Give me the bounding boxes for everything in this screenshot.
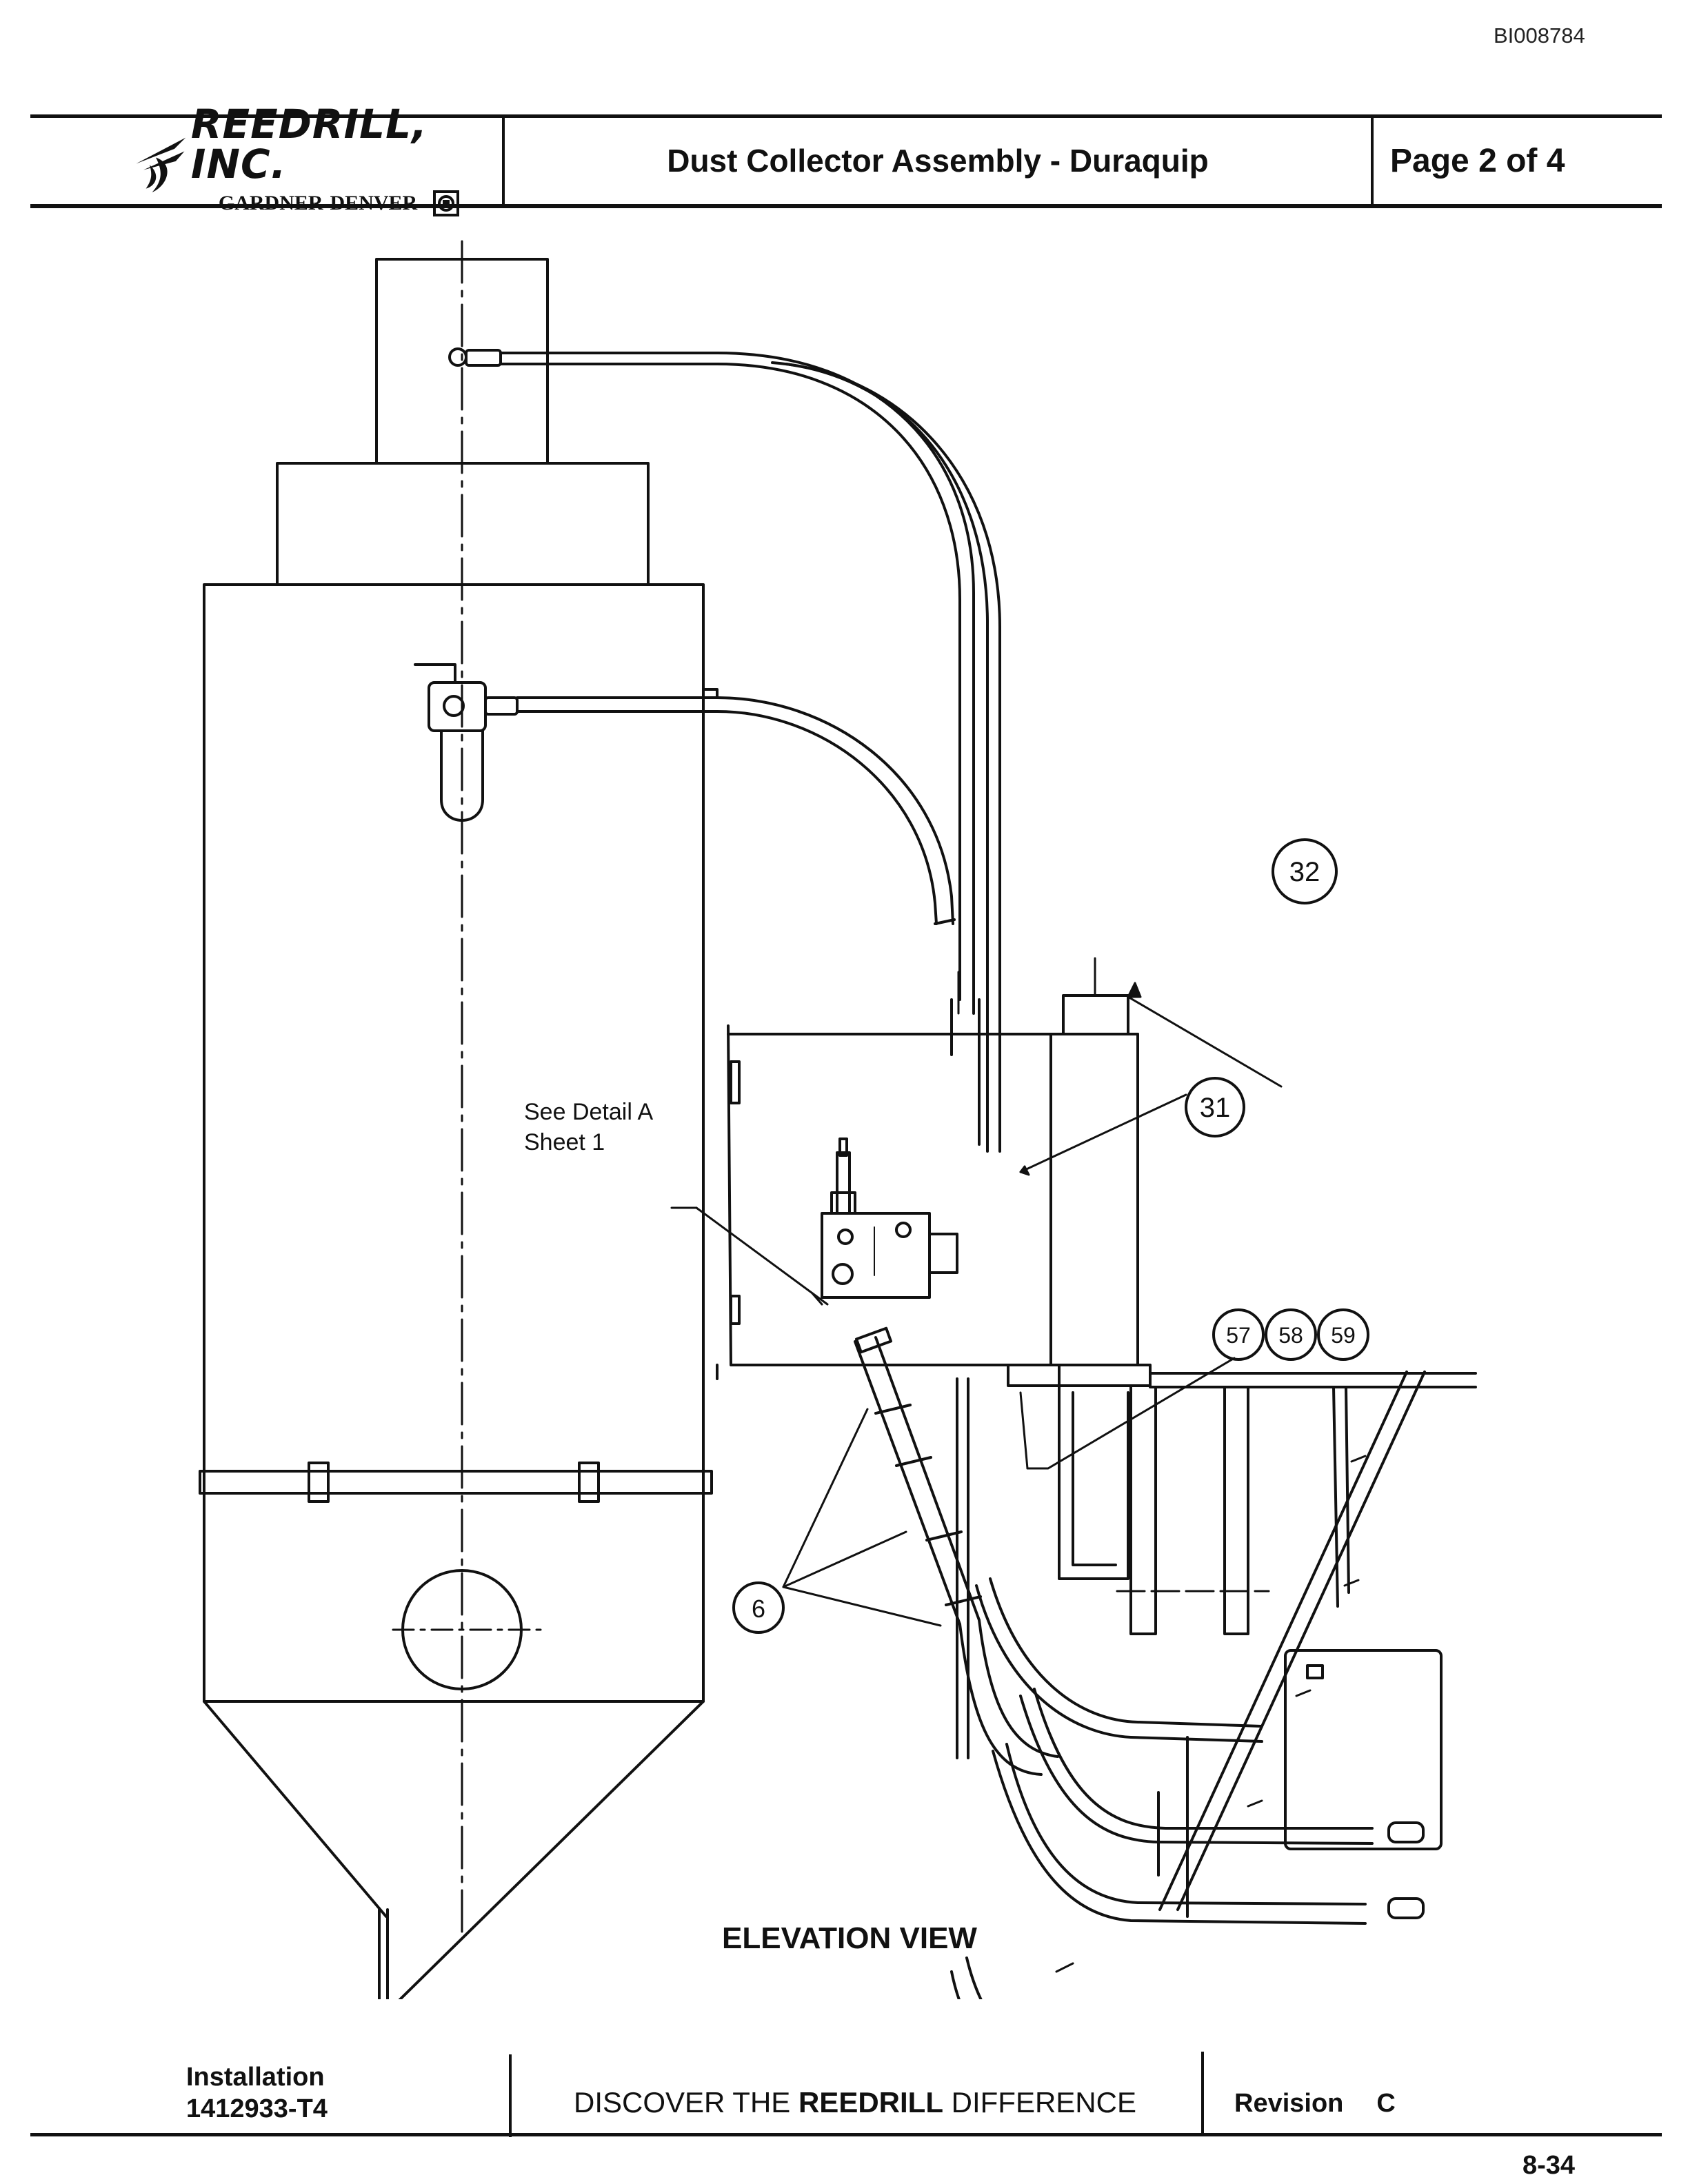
detail-note-line-1: See Detail A <box>524 1099 653 1125</box>
document-id: BI008784 <box>1494 23 1585 48</box>
callout-6-balloon <box>732 1581 785 1634</box>
footer-revision: Revision C <box>1234 2089 1396 2119</box>
slogan-brand: REEDRILL <box>798 2086 943 2119</box>
vertical-cylinder <box>1049 957 1139 1580</box>
footer-page-number: 8-34 <box>1523 2151 1576 2180</box>
revision-label: Revision <box>1234 2089 1344 2118</box>
mounting-bracket <box>716 1024 1139 1380</box>
document-title: Dust Collector Assembly - Duraquip <box>667 143 1209 179</box>
callout-58-balloon <box>1265 1308 1317 1361</box>
upper-hose-assembly <box>448 347 1001 1153</box>
footer-rule <box>30 2133 1662 2136</box>
callout-31-balloon <box>1185 1077 1245 1138</box>
callout-6-label: 6 <box>752 1595 765 1623</box>
callout-57-label: 57 <box>1226 1323 1251 1348</box>
slogan-suffix: DIFFERENCE <box>943 2086 1136 2119</box>
company-name: REEDRILL, INC. <box>190 101 428 188</box>
callout-32-label: 32 <box>1289 857 1320 887</box>
header-bottom-rule <box>30 204 1662 208</box>
callout-57-balloon <box>1212 1308 1265 1361</box>
hydraulic-tube-bundle <box>854 1326 1425 1999</box>
company-logo: REEDRILL, INC. GARDNER-DENVER <box>131 104 503 216</box>
slogan-prefix: DISCOVER THE <box>574 2086 798 2119</box>
page-info: Page 2 of 4 <box>1390 142 1565 179</box>
footer-divider-right <box>1201 2052 1204 2136</box>
footer-category: Installation <box>186 2063 325 2092</box>
company-subtitle: GARDNER-DENVER <box>218 192 418 214</box>
header-divider-right <box>1371 117 1374 204</box>
gardner-denver-emblem-icon <box>433 190 460 216</box>
footer-part-number: 1412933-T4 <box>186 2094 328 2123</box>
footer-document-info: Installation 1412933-T4 <box>186 2061 328 2125</box>
detail-note-line-2: Sheet 1 <box>524 1129 605 1155</box>
valve-block <box>821 1138 958 1299</box>
lower-hose-assembly <box>414 663 960 1015</box>
callout-58-label: 58 <box>1278 1323 1303 1348</box>
header-divider-left <box>502 117 505 204</box>
leader-lines <box>670 982 1283 1627</box>
dust-collector-body <box>199 240 713 1999</box>
view-title: ELEVATION VIEW <box>722 1921 977 1955</box>
callout-31-label: 31 <box>1200 1093 1231 1123</box>
logo-swirl-icon <box>136 137 186 192</box>
callout-59-label: 59 <box>1331 1323 1356 1348</box>
footer-slogan: DISCOVER THE REEDRILL DIFFERENCE <box>510 2086 1200 2119</box>
callout-32-balloon <box>1272 838 1338 904</box>
footer-divider-left <box>509 2054 512 2137</box>
callout-balloons: 32 31 57 58 59 6 <box>732 838 1369 1634</box>
revision-value: C <box>1376 2089 1396 2118</box>
elevation-view-drawing: 32 31 57 58 59 6 See Detail A Sheet 1 EL… <box>199 240 1477 1999</box>
base-frame <box>1007 1364 1477 1918</box>
header-top-rule <box>30 114 1662 118</box>
callout-59-balloon <box>1317 1308 1369 1361</box>
